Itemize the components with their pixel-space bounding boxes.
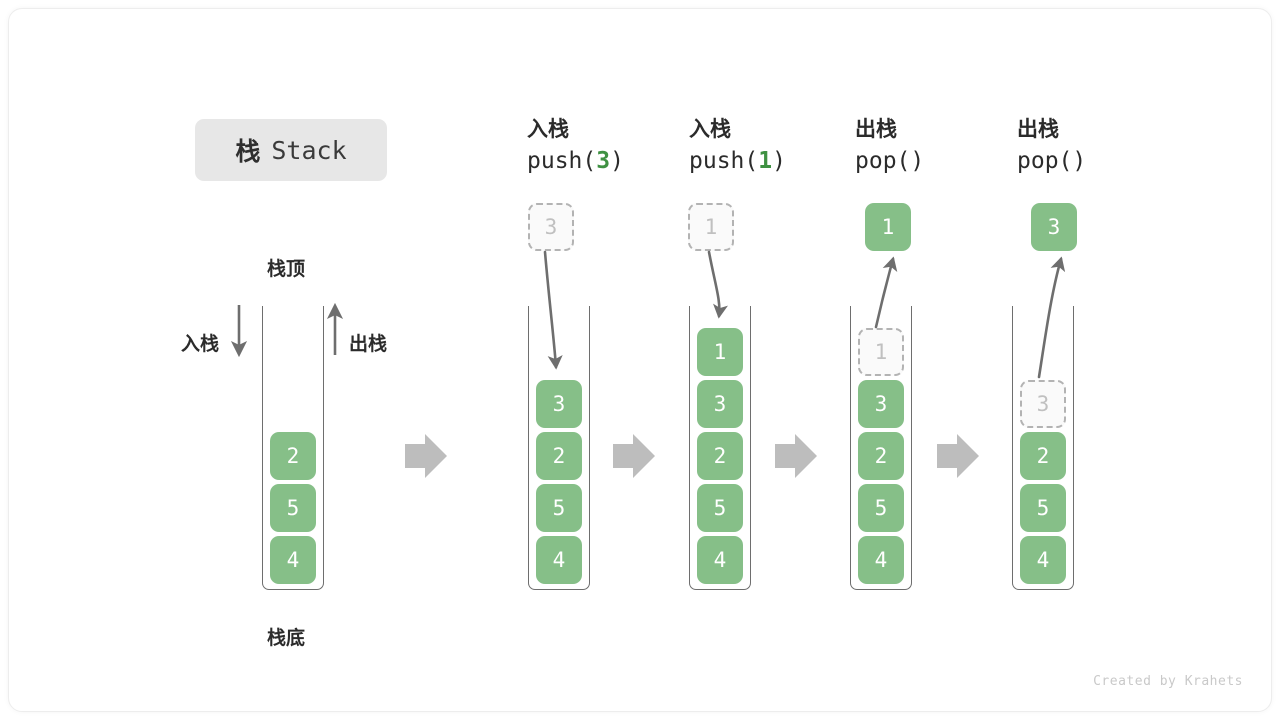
step-op-cn: 入栈 <box>689 118 731 141</box>
step-transition-arrow <box>775 434 817 478</box>
stack-cell: 5 <box>270 484 316 532</box>
stack-cell: 2 <box>536 432 582 480</box>
popped-element: 3 <box>1031 203 1077 251</box>
stack-cell: 5 <box>697 484 743 532</box>
stack-cell: 4 <box>858 536 904 584</box>
stack-container-initial <box>262 306 324 590</box>
code-pre: push( <box>527 148 597 174</box>
step-op-cn: 出栈 <box>1017 118 1059 141</box>
stack-cell: 4 <box>270 536 316 584</box>
popped-element: 1 <box>865 203 911 251</box>
step-header-pop-3: 出栈 pop() <box>1017 115 1086 177</box>
pop-direction-label: 出栈 <box>349 334 388 355</box>
ghost-cell-incoming: 3 <box>528 203 574 251</box>
stack-cell: 3 <box>536 380 582 428</box>
step-op-cn: 入栈 <box>527 118 569 141</box>
stack-cell: 4 <box>697 536 743 584</box>
code-post: ) <box>610 148 624 174</box>
code-arg: 3 <box>596 148 611 174</box>
step-op-code: push(1) <box>689 145 786 177</box>
step-header-push-3: 入栈 push(3) <box>527 115 624 177</box>
code-post: ) <box>1072 148 1087 174</box>
step-transition-arrow <box>613 434 655 478</box>
step-op-code: pop() <box>855 145 924 177</box>
stack-title-badge: 栈 Stack <box>195 119 387 181</box>
step-header-push-1: 入栈 push(1) <box>689 115 786 177</box>
stack-cell: 2 <box>270 432 316 480</box>
code-pre: pop( <box>855 148 911 174</box>
ghost-cell-removed: 1 <box>858 328 904 376</box>
stack-cell: 4 <box>536 536 582 584</box>
code-pre: pop( <box>1017 148 1073 174</box>
stack-cell: 1 <box>697 328 743 376</box>
step-header-pop-1: 出栈 pop() <box>855 115 924 177</box>
stack-container-push-3 <box>528 306 590 590</box>
step-op-cn: 出栈 <box>855 118 897 141</box>
stack-cell: 5 <box>858 484 904 532</box>
code-arg: 1 <box>758 148 773 174</box>
stack-title-en: Stack <box>271 135 347 165</box>
stack-cell: 3 <box>858 380 904 428</box>
stack-title-cn: 栈 <box>235 138 262 166</box>
stack-cell: 5 <box>1020 484 1066 532</box>
stack-container-push-1 <box>689 306 751 590</box>
ghost-cell-incoming: 1 <box>688 203 734 251</box>
stack-cell: 2 <box>697 432 743 480</box>
stack-cell: 3 <box>697 380 743 428</box>
stack-container-pop-1 <box>850 306 912 590</box>
step-op-code: pop() <box>1017 145 1086 177</box>
footer-credit: Created by Krahets <box>1093 674 1243 689</box>
step-transition-arrow <box>937 434 979 478</box>
code-post: ) <box>910 148 925 174</box>
code-post: ) <box>772 148 786 174</box>
stack-container-pop-3 <box>1012 306 1074 590</box>
stack-bottom-label: 栈底 <box>267 628 306 649</box>
stack-cell: 4 <box>1020 536 1066 584</box>
step-op-code: push(3) <box>527 145 624 177</box>
code-pre: push( <box>689 148 759 174</box>
stack-cell: 2 <box>1020 432 1066 480</box>
step-transition-arrow <box>405 434 447 478</box>
stack-cell: 5 <box>536 484 582 532</box>
stack-cell: 2 <box>858 432 904 480</box>
diagram-card: 栈 Stack 栈顶 入栈 出栈 2 5 4 栈底 入栈 push(3) 3 3… <box>8 8 1272 712</box>
push-direction-label: 入栈 <box>181 334 220 355</box>
stack-top-label: 栈顶 <box>267 259 306 280</box>
ghost-cell-removed: 3 <box>1020 380 1066 428</box>
